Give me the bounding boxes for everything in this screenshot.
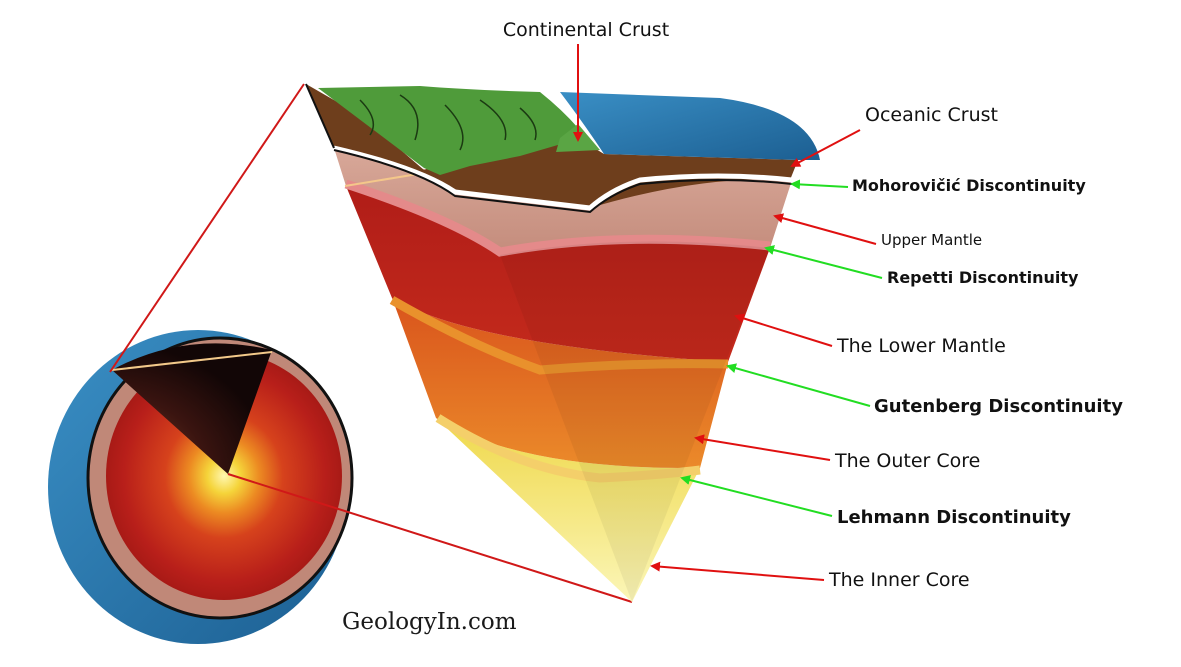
arrow-lower-mantle [734,313,833,347]
earth-globe [48,330,354,644]
arrow-inner-core [650,561,825,581]
arrow-outer-core [694,434,831,461]
repetti-band [344,179,771,257]
label-oceanic-crust: Oceanic Crust [865,104,998,126]
pointer-arrows [573,44,883,581]
zoom-line-top [109,83,305,373]
globe-cutout-wedge [112,343,272,474]
arrow-lehmann [680,475,833,517]
label-upper-mantle: Upper Mantle [881,231,982,249]
moho-line [333,145,793,211]
arrow-repetti [764,245,883,279]
label-outer-core: The Outer Core [834,450,980,472]
label-gutenberg-discontinuity: Gutenberg Discontinuity [874,396,1123,417]
gutenberg-band [389,296,729,375]
moho-line-edge [333,149,793,214]
arrow-oceanic-crust [790,129,861,167]
label-lower-mantle: The Lower Mantle [836,335,1006,357]
layer-wedge [305,83,820,602]
watermark-geologyin: GeologyIn.com [342,609,517,635]
label-continental-crust: Continental Crust [503,19,669,41]
arrow-upper-mantle [773,213,877,245]
label-lehmann-discontinuity: Lehmann Discontinuity [837,507,1071,528]
continent-hills [359,94,537,151]
wedge-outline [305,83,335,149]
lehmann-band [435,414,701,483]
label-moho-discontinuity: Mohorovičić Discontinuity [852,176,1086,195]
continent-surface [318,86,595,175]
label-inner-core: The Inner Core [828,569,970,591]
label-repetti-discontinuity: Repetti Discontinuity [887,268,1079,287]
ocean-surface [560,92,820,160]
zoom-line-bottom [227,473,633,603]
arrow-gutenberg [726,363,871,407]
inner-core-layer [436,418,700,602]
wedge-edge-line [111,351,273,371]
wedge-right-face [500,241,770,602]
arrow-moho [790,179,849,190]
